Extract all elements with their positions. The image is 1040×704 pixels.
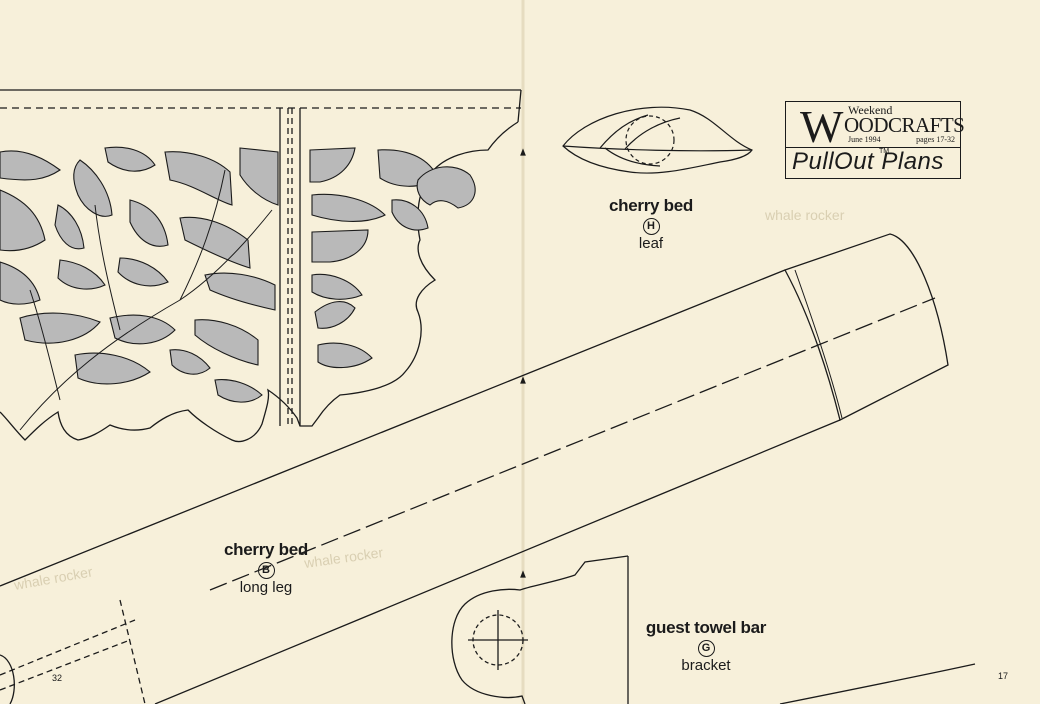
leaf-part-letter: H <box>642 217 660 235</box>
towel-bar-label-desc: bracket <box>681 656 731 674</box>
long-leg-part-letter: B <box>257 561 275 579</box>
towel-bar-label: guest towel bar G bracket <box>632 619 780 674</box>
svg-text:whale rocker: whale rocker <box>764 207 845 223</box>
logo-weekend: Weekend <box>848 103 893 117</box>
page-number-left: 32 <box>52 673 63 683</box>
leaf-label-desc: leaf <box>638 234 664 252</box>
headboard-branches <box>19 169 273 431</box>
svg-text:whale rocker: whale rocker <box>12 563 94 593</box>
page-number-right: 17 <box>998 671 1009 681</box>
leaf-label-title: cherry bed <box>609 196 693 215</box>
towel-bar-label-title: guest towel bar <box>645 618 767 637</box>
headboard-fretwork <box>0 146 476 403</box>
leaf-label: cherry bed H leaf <box>590 197 712 252</box>
long-leg-pattern <box>0 233 949 704</box>
logo-divider <box>786 147 960 148</box>
logo-pullout-plans: PullOut Plans <box>792 148 944 175</box>
leaf-pattern <box>562 106 753 174</box>
logo-trademark: TM <box>879 148 890 155</box>
headboard-pattern <box>0 89 522 443</box>
long-leg-label-desc: long leg <box>239 578 293 596</box>
bracket-pattern <box>451 555 976 704</box>
long-leg-label: cherry bed B long leg <box>205 541 327 596</box>
logo-date: June 1994 <box>848 135 881 144</box>
long-leg-label-title: cherry bed <box>224 540 308 559</box>
logo-woodcrafts: OODCRAFTS <box>844 113 965 137</box>
logo-w-initial: W <box>800 101 844 152</box>
weekend-woodcrafts-logo: W Weekend OODCRAFTS June 1994 pages 17-3… <box>785 101 965 179</box>
logo-pages: pages 17-32 <box>916 135 955 144</box>
towel-bar-part-letter: G <box>697 639 715 657</box>
